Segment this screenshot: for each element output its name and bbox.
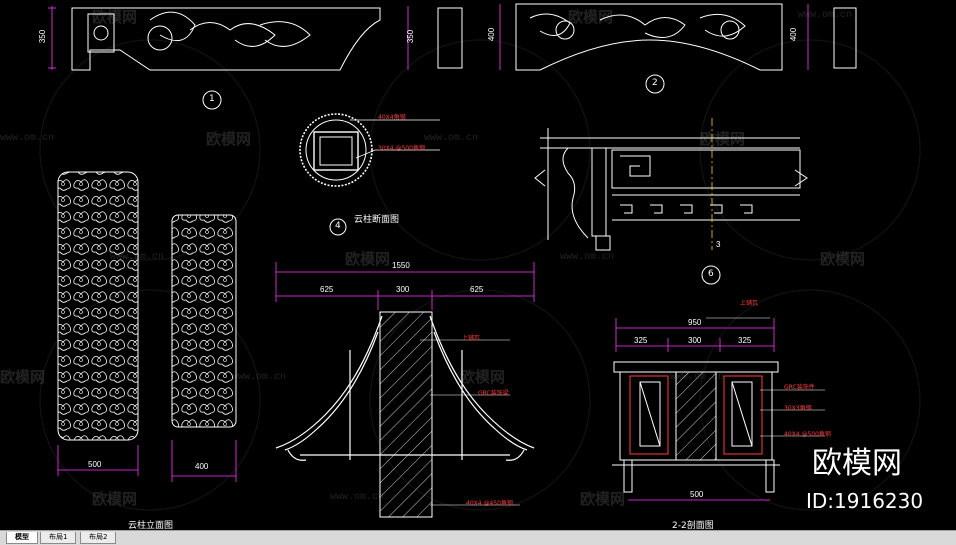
watermark-url: www.om.cn [0,133,55,144]
title-cloud-section: 云柱断面图 [354,215,400,225]
roof-eaves [275,315,535,461]
dim-325-a: 325 [634,336,648,345]
detail-1-side-view [437,7,463,69]
title-section-22: 2-2剖面图 [672,521,714,531]
watermark-brand: 欧模网 [0,368,46,386]
detail-1-dimension [48,6,56,70]
watermark-url: www.om.cn [232,372,287,383]
note-roof-tile: 上铺瓦 [462,335,481,342]
watermark-url: www.om.cn [560,252,615,263]
note-angle-steel-40x4: 40X4角钢 [378,114,406,121]
watermark-url: www.om.cn [798,10,853,21]
watermark-circles [39,39,921,511]
dim-350-a: 350 [38,29,48,44]
marker-6: 6 [708,269,714,279]
note-angle-steel-450: 40X4 @450角钢 [466,500,513,507]
watermark-brand: 欧模网 [92,8,138,26]
watermark-brand: 欧模网 [568,8,614,26]
brand-logo-text: 欧模网 [812,446,902,481]
dim-350-b: 350 [406,29,416,44]
detail-4-pillar-section [299,113,373,187]
note-angle-steel-30x3: 30X3角钢 [784,405,812,412]
section-22-core-hatch [675,371,717,461]
note-roof-tile-2: 上铺瓦 [740,300,759,307]
cloud-pillar-large [57,171,139,441]
note-angle-steel-30x4: 30X4 @500角钢 [378,145,425,152]
watermark-brand: 欧模网 [580,490,626,508]
dim-400-a: 400 [487,27,497,42]
roof-dimension-lines [275,262,535,310]
detail-6-railing [534,128,808,251]
marker-4: 4 [335,221,341,231]
dim-300-b: 300 [688,336,702,345]
detail-6-marker [701,265,721,285]
pillar-dimensions [57,440,237,482]
detail-4-leaders [350,119,440,159]
cloud-pillar-small [171,214,237,428]
dim-625-b: 625 [470,285,484,294]
detail-2-marker [645,74,665,94]
note-angle-steel-500: 40X4 @500角钢 [784,431,831,438]
watermark-brand: 欧模网 [820,250,866,268]
note-grc-trim: GRC装饰件 [784,384,815,391]
watermark-brand: 欧模网 [92,490,138,508]
dim-325-b: 325 [738,336,752,345]
watermark-brand: 欧模网 [345,250,391,268]
section-number-3: 3 [716,240,721,249]
dim-950: 950 [688,318,702,327]
roof-column-hatch [379,311,433,518]
marker-2: 2 [652,78,658,88]
note-grc-beam: GRC装饰梁 [478,390,509,397]
roof-leaders [420,339,520,506]
detail-4-marker [329,218,347,236]
marker-1: 1 [209,94,215,104]
detail-2-side-view [833,7,857,69]
detail-1-bracket [71,7,381,71]
section-22-dimensions [615,318,775,501]
tab-layout-2[interactable]: 布局2 [80,532,117,544]
dim-400-pillar: 400 [195,462,209,471]
layout-tab-bar: 模型 布局1 布局2 [0,530,956,545]
detail-1-marker [202,90,222,110]
dim-500-pillar: 500 [88,460,102,469]
dim-625-a: 625 [320,285,334,294]
tab-layout-1[interactable]: 布局1 [40,532,77,544]
watermark-url: www.om.cn [330,492,385,503]
watermark-url: www.om.cn [670,372,725,383]
watermark-brand: 欧模网 [460,368,506,386]
cad-drawing-canvas[interactable] [0,0,956,530]
tab-model[interactable]: 模型 [6,532,38,544]
dim-400-side: 400 [789,27,799,42]
watermark-brand: 欧模网 [700,130,746,148]
title-cloud-elevation: 云柱立面图 [128,521,174,531]
watermark-url: www.om.cn [424,133,479,144]
dim-1550: 1550 [392,261,410,270]
detail-2-bracket [515,3,783,71]
section-22-leaders [706,317,825,437]
brand-id: ID:1916230 [806,489,924,513]
watermark-brand: 欧模网 [206,130,252,148]
dim-500-section: 500 [690,490,704,499]
dim-300-a: 300 [396,285,410,294]
watermark-url: www.om.cn [110,252,165,263]
